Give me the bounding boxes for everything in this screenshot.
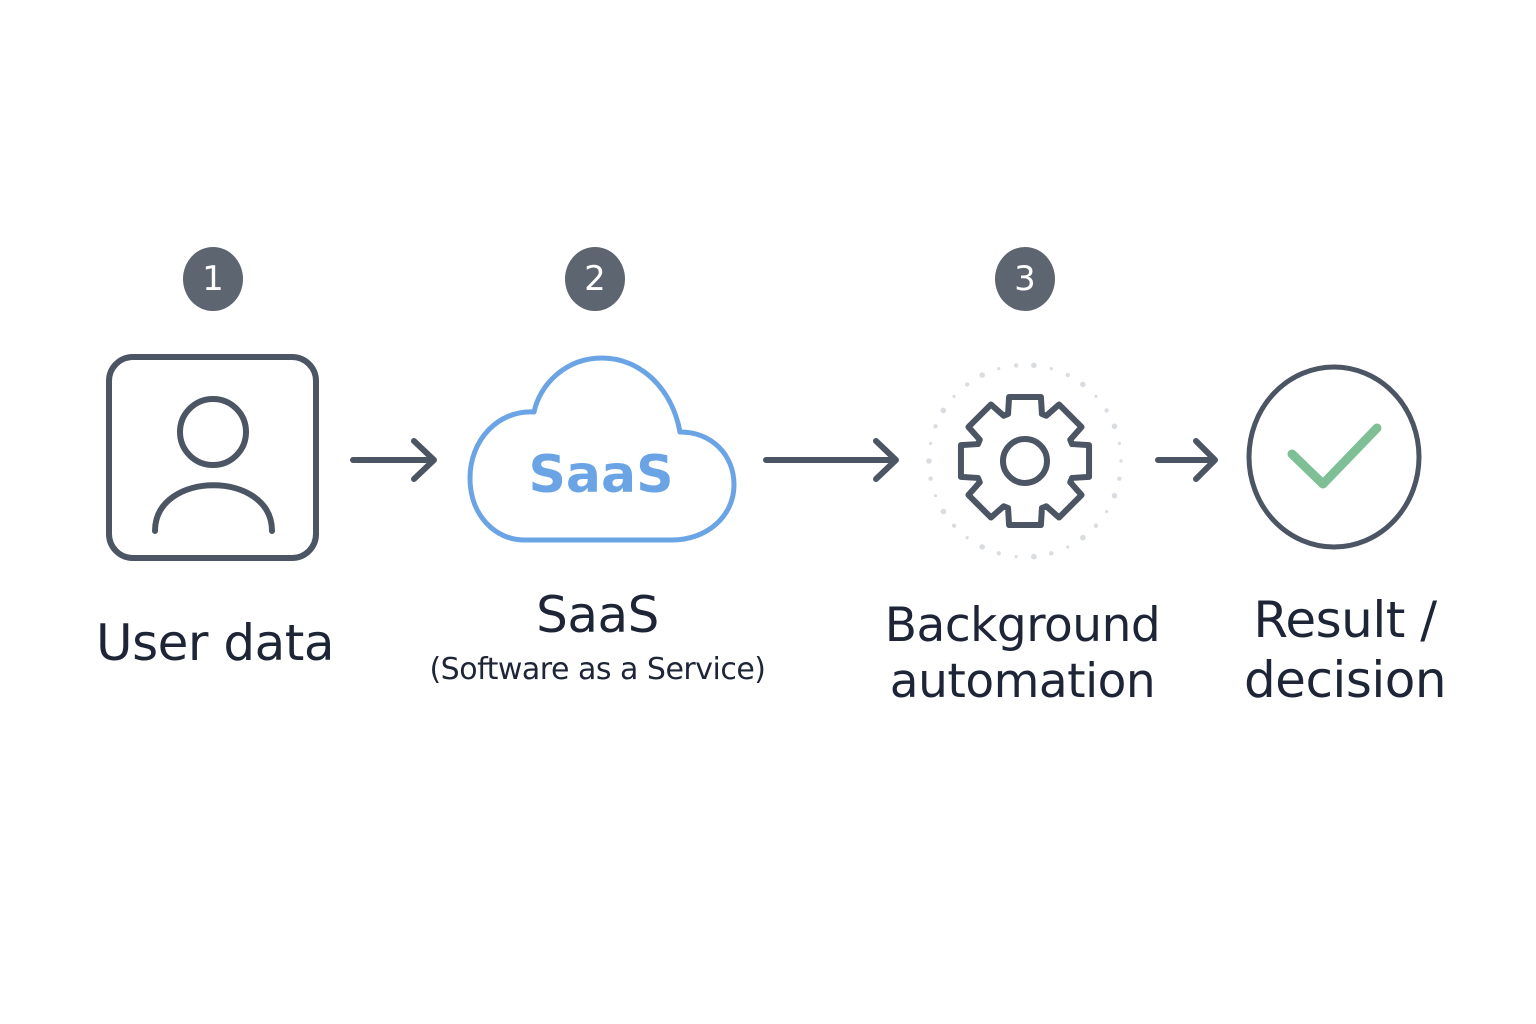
gear-halo-dot bbox=[997, 367, 1001, 371]
arrow-2 bbox=[763, 438, 899, 482]
gear-halo-dot bbox=[929, 441, 933, 445]
result-label-line-2: decision bbox=[1243, 651, 1447, 709]
gear-halo-dot bbox=[1065, 372, 1070, 378]
gear-halo-dot bbox=[1093, 523, 1099, 528]
gear-halo-dot bbox=[1014, 554, 1018, 559]
gear-halo-dot bbox=[979, 544, 986, 550]
gear-halo-dot bbox=[940, 407, 947, 414]
gear-halo-dot bbox=[964, 382, 970, 387]
gear-halo-dot bbox=[1080, 381, 1086, 388]
user-icon bbox=[106, 354, 319, 561]
result-label-line-1: Result / bbox=[1253, 591, 1437, 649]
gear-halo-dot bbox=[965, 536, 969, 540]
gear-halo-dot bbox=[996, 551, 1001, 556]
check-circle-icon bbox=[1246, 364, 1422, 550]
arrow-1 bbox=[350, 438, 437, 482]
step-1-badge: 1 bbox=[183, 247, 243, 311]
step-3-label-line-1: Background bbox=[884, 598, 1161, 653]
gear-halo-dot bbox=[928, 476, 933, 481]
gear-halo-dot bbox=[926, 458, 932, 464]
gear-halo-dot bbox=[1049, 551, 1054, 556]
arrow-3 bbox=[1155, 438, 1218, 482]
cloud-icon-text: SaaS bbox=[528, 445, 673, 505]
gear-halo-dot bbox=[952, 394, 956, 398]
gear-halo-dot bbox=[1104, 408, 1109, 413]
step-1-label: User data bbox=[95, 614, 335, 672]
gear-halo-dot bbox=[1066, 545, 1070, 549]
gear-halo-dot bbox=[940, 508, 947, 515]
gear-icon bbox=[926, 362, 1123, 560]
gear-halo-dot bbox=[1094, 394, 1098, 398]
step-2-badge: 2 bbox=[565, 247, 625, 311]
gear-halo-dot bbox=[1119, 459, 1123, 463]
gear-halo-dot bbox=[933, 494, 938, 498]
step-2-label-line: SaaS bbox=[536, 586, 659, 644]
step-2-label: SaaS (Software as a Service) bbox=[420, 586, 775, 690]
gear-halo-dot bbox=[1117, 441, 1121, 445]
step-2-sublabel: (Software as a Service) bbox=[429, 652, 766, 687]
gear-halo-dot bbox=[933, 424, 938, 429]
step-3-label: Background automation bbox=[880, 598, 1165, 710]
gear-halo-dot bbox=[1031, 362, 1037, 369]
gear-halo-dot bbox=[1049, 367, 1053, 371]
gear-halo-dot bbox=[1031, 553, 1037, 560]
gear-halo-dot bbox=[1111, 492, 1118, 499]
step-3-badge: 3 bbox=[995, 247, 1055, 311]
gear-halo-dot bbox=[1111, 423, 1118, 430]
gear-halo-dot bbox=[1117, 476, 1122, 481]
gear-halo-dot bbox=[951, 523, 957, 528]
gear-halo-dot bbox=[1080, 534, 1086, 541]
gear-halo-dot bbox=[979, 372, 986, 378]
cloud-icon: SaaS bbox=[467, 355, 737, 543]
result-label: Result / decision bbox=[1225, 590, 1465, 710]
gear-halo-dot bbox=[1013, 363, 1019, 368]
step-1-label-line: User data bbox=[96, 614, 334, 672]
step-3-label-line-2: automation bbox=[889, 654, 1156, 709]
gear-halo-dot bbox=[1105, 509, 1109, 514]
